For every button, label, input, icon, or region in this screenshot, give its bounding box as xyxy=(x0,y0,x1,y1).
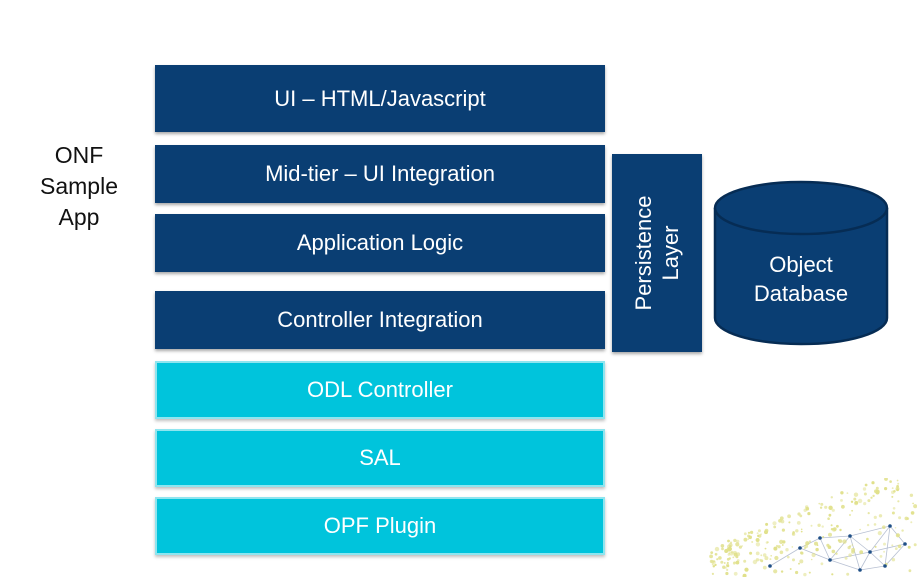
persistence-line2: Layer xyxy=(658,225,683,281)
layer-sal: SAL xyxy=(155,429,605,487)
layer-label: Controller Integration xyxy=(277,307,483,332)
layer-opf-plugin: OPF Plugin xyxy=(155,497,605,555)
layer-controller-integration: Controller Integration xyxy=(155,291,605,349)
database-line2: Database xyxy=(753,281,849,306)
layer-application-logic: Application Logic xyxy=(155,214,605,272)
database-cylinder-icon xyxy=(713,180,889,346)
app-label-line1: ONF xyxy=(54,142,104,168)
persistence-layer: Persistence Layer xyxy=(612,154,702,352)
onf-sample-app-label: ONF Sample App xyxy=(30,140,128,233)
persistence-line1: Persistence xyxy=(631,195,656,311)
network-decoration-icon xyxy=(709,478,917,577)
layer-mid-tier-ui-integration: Mid-tier – UI Integration xyxy=(155,145,605,203)
layer-label: SAL xyxy=(359,445,401,470)
persistence-layer-label: Persistence Layer xyxy=(630,196,684,311)
object-database-label: Object Database xyxy=(713,250,889,308)
layer-label: UI – HTML/Javascript xyxy=(274,85,486,111)
layer-label: Mid-tier – UI Integration xyxy=(265,161,495,186)
app-label-line3: App xyxy=(58,204,100,230)
layer-label: Application Logic xyxy=(296,230,464,255)
layer-label: ODL Controller xyxy=(307,377,453,402)
layer-label: OPF Plugin xyxy=(323,513,437,538)
app-label-line2: Sample xyxy=(40,173,118,199)
layer-ui-html-javascript: UI – HTML/Javascript xyxy=(155,65,605,132)
layer-odl-controller: ODL Controller xyxy=(155,361,605,419)
database-line1: Object xyxy=(769,252,833,277)
